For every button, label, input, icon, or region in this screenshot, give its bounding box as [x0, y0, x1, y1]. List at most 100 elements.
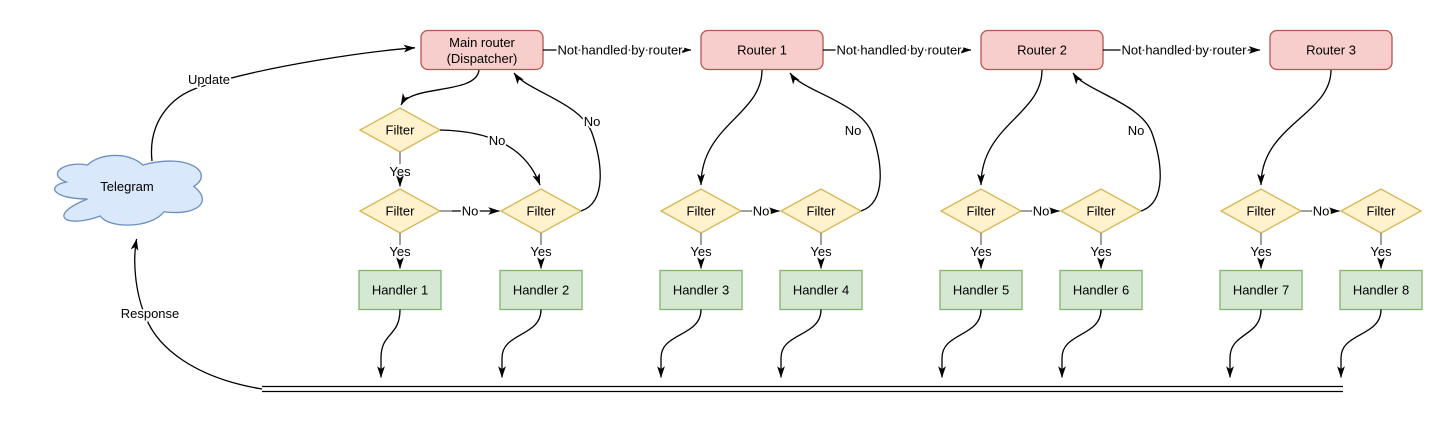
edge-no-return: No — [513, 72, 602, 212]
edge-not-handled-2: Not handled by router — [823, 41, 972, 60]
response-label: Response — [121, 306, 180, 321]
filter-node: Filter — [659, 188, 743, 234]
yes-label: Yes — [970, 244, 992, 259]
edge-handler2-to-bus — [498, 309, 542, 378]
handler-label: Handler 1 — [372, 283, 428, 298]
filter-node: Filter — [358, 107, 442, 153]
edge-no-horizontal: No — [741, 202, 780, 221]
no-label: No — [489, 133, 506, 148]
filter-label: Filter — [1087, 204, 1117, 219]
update-label: Update — [188, 72, 230, 87]
edge-yes: Yes — [1368, 233, 1394, 269]
router-2-label: Router 2 — [1017, 43, 1067, 58]
edge-router1-to-filter — [697, 69, 763, 186]
edge-yes: Yes — [387, 233, 413, 269]
main-router-label-line2: (Dispatcher) — [447, 51, 518, 66]
handler-box — [499, 269, 583, 311]
handler-node: Handler 3 — [659, 269, 743, 311]
yes-label: Yes — [1250, 244, 1272, 259]
yes-label: Yes — [810, 244, 832, 259]
handler-box — [1219, 269, 1303, 311]
filter-label: Filter — [1247, 204, 1277, 219]
response-arrow — [130, 238, 263, 390]
edge-yes: Yes — [808, 233, 834, 269]
edge-handler3-to-bus — [657, 309, 702, 378]
edge-router2-to-filter — [977, 69, 1043, 186]
cloud-icon — [54, 154, 203, 226]
yes-label: Yes — [1090, 244, 1112, 259]
yes-label: Yes — [389, 244, 411, 259]
update-arrow — [150, 44, 416, 162]
edge-yes: Yes — [528, 233, 554, 269]
handler-node: Handler 1 — [358, 269, 442, 311]
edge-yes: Yes — [1088, 233, 1114, 269]
edge-handler1-to-bus — [377, 309, 401, 378]
handler-node: Handler 2 — [499, 269, 583, 311]
no-return-arrow — [1072, 72, 1161, 212]
filter-node: Filter — [499, 188, 583, 234]
filter-label: Filter — [967, 204, 997, 219]
edge-no-return: No — [1072, 72, 1161, 212]
filter-label: Filter — [386, 204, 416, 219]
edge-no-top: No — [439, 129, 541, 186]
handler-label: Handler 8 — [1353, 283, 1409, 298]
handler-node: Handler 4 — [779, 269, 863, 311]
yes-label: Yes — [690, 244, 712, 259]
yes-label: Yes — [530, 244, 552, 259]
edge-not-handled-1: Not handled by router — [543, 41, 692, 60]
filter-label: Filter — [687, 204, 717, 219]
yes-label: Yes — [389, 164, 411, 179]
no-label: No — [1313, 204, 1330, 219]
handler-label: Handler 5 — [953, 283, 1009, 298]
handler-label: Handler 3 — [673, 283, 729, 298]
filter-node: Filter — [1339, 188, 1423, 234]
filter-node: Filter — [939, 188, 1023, 234]
no-label: No — [584, 114, 601, 129]
no-return-arrow — [513, 72, 601, 212]
edge-update: Update — [150, 44, 416, 162]
edge-response: Response — [119, 238, 263, 390]
handler-box — [358, 269, 442, 311]
handler-node: Handler 7 — [1219, 269, 1303, 311]
edge-handler8-to-bus — [1337, 309, 1382, 378]
edge-handler6-to-bus — [1058, 309, 1102, 378]
response-bus-line — [262, 385, 1343, 393]
router-3-label: Router 3 — [1306, 43, 1356, 58]
handler-label: Handler 7 — [1233, 283, 1289, 298]
handler-label: Handler 2 — [513, 283, 569, 298]
filter-label: Filter — [807, 204, 837, 219]
not-handled-label: Not handled by router — [1121, 43, 1247, 58]
edge-yes: Yes — [968, 233, 994, 269]
filter-node: Filter — [779, 188, 863, 234]
filter-label: Filter — [386, 123, 416, 138]
handler-node: Handler 5 — [939, 269, 1023, 311]
router-3-box — [1269, 29, 1393, 71]
handler-box — [1339, 269, 1423, 311]
no-label: No — [845, 123, 862, 138]
router-3-node: Router 3 — [1269, 29, 1393, 71]
no-label: No — [753, 204, 770, 219]
handler-box — [659, 269, 743, 311]
filter-node: Filter — [1059, 188, 1143, 234]
router-1-node: Router 1 — [700, 29, 824, 71]
not-handled-label: Not handled by router — [836, 43, 962, 58]
handler-label: Handler 4 — [793, 283, 849, 298]
no-label: No — [1128, 123, 1145, 138]
edge-main-router-to-filter — [400, 69, 480, 106]
filter-node: Filter — [1219, 188, 1303, 234]
edge-no-horizontal: No — [1021, 202, 1060, 221]
handler-box — [939, 269, 1023, 311]
edge-yes: Yes — [387, 152, 413, 187]
router-1-label: Router 1 — [737, 43, 787, 58]
edge-no-horizontal: No — [1301, 202, 1340, 221]
cloud-label: Telegram — [100, 179, 153, 194]
edge-handler5-to-bus — [938, 309, 982, 378]
router-2-node: Router 2 — [980, 29, 1104, 71]
main-router-label-line1: Main router — [449, 35, 515, 50]
no-label: No — [1033, 204, 1050, 219]
edge-handler4-to-bus — [777, 309, 822, 378]
main-router-node: Main router (Dispatcher) — [420, 29, 544, 71]
edge-yes: Yes — [688, 233, 714, 269]
